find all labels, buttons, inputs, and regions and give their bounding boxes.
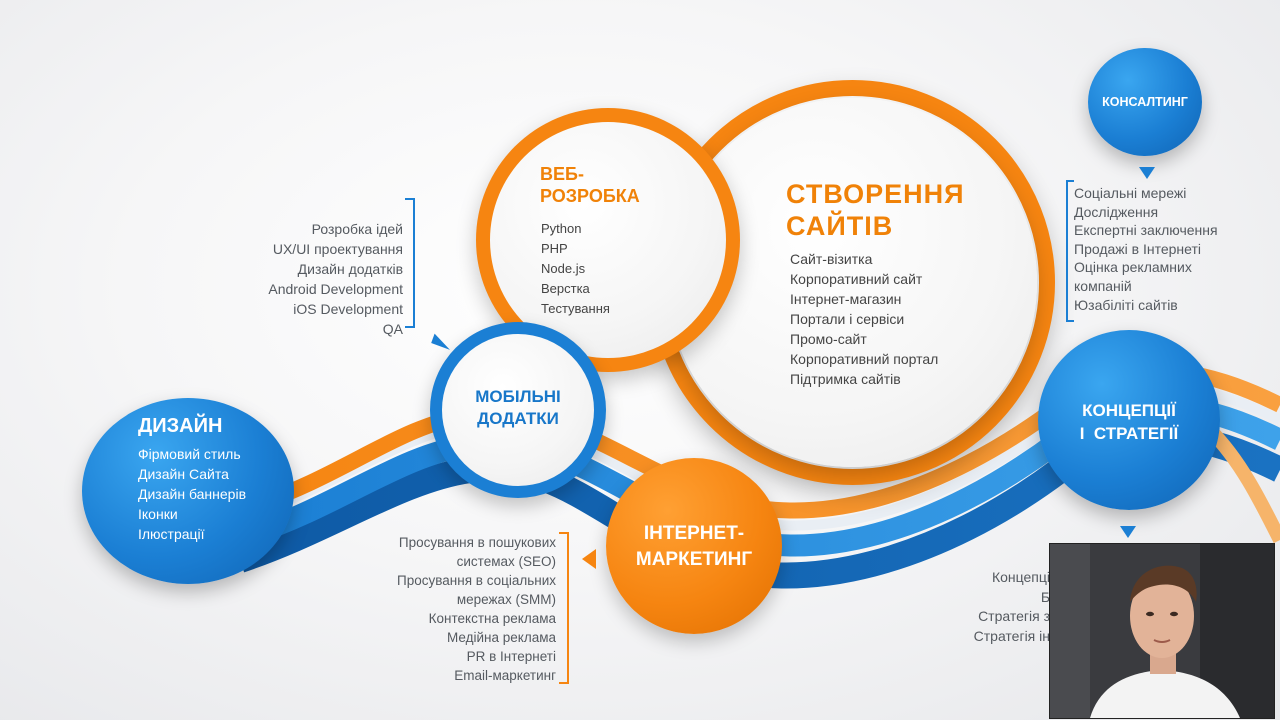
list-item: Дизайн Сайта (138, 466, 229, 482)
marketing-title-line1: ІНТЕРНЕТ- (643, 523, 745, 544)
presenter-video (1050, 544, 1274, 718)
list-item: UX/UI проектування (272, 241, 403, 257)
list-item: Розробка ідей (311, 221, 403, 237)
design-list: Фірмовий стиль Дизайн Сайта Дизайн банне… (138, 444, 246, 544)
list-item: Дизайн баннерів (138, 486, 247, 502)
list-item: Контекстна реклама (428, 611, 556, 626)
list-item: Стратегія ін (973, 627, 1050, 644)
list-item: Соціальні мережі (1074, 185, 1187, 201)
list-item: Email-маркетинг (454, 668, 556, 683)
design-title: ДИЗАЙН (138, 415, 223, 437)
list-item: PHP (541, 241, 568, 256)
mobile-list: Розробка ідей UX/UI проектування Дизайн … (220, 219, 403, 339)
consulting-circle (1088, 48, 1202, 156)
list-item: Python (541, 221, 582, 236)
arrow-to-marketing-icon (582, 549, 596, 569)
consulting-title: КОНСАЛТИНГ (1102, 95, 1188, 109)
arrow-down-concepts-icon (1120, 526, 1136, 538)
list-item: Портали і сервіси (790, 311, 905, 327)
web-dev-title-line2: РОЗРОБКА (540, 186, 640, 206)
web-dev-title-line1: ВЕБ- (540, 164, 584, 184)
list-item: Продажі в Інтернеті (1074, 240, 1201, 257)
mobile-title-line2: ДОДАТКИ (477, 409, 559, 428)
list-item: компаній (1074, 277, 1132, 294)
list-item: Android Development (268, 281, 403, 297)
list-item: Оцінка рекламних (1074, 259, 1192, 276)
list-item: Підтримка сайтів (790, 371, 901, 387)
create-sites-title-line2: САЙТІВ (786, 211, 894, 241)
list-item: Стратегія з (978, 608, 1050, 624)
webcam-overlay (1049, 543, 1275, 719)
web-dev-title: ВЕБ- РОЗРОБКА (540, 163, 640, 207)
marketing-list: Просування в пошукових системах (SEO) Пр… (340, 533, 556, 685)
list-item: системах (SEO) (456, 554, 556, 569)
consulting-list: Соціальні мережі Дослідження Експертні з… (1074, 184, 1218, 314)
web-dev-list: Python PHP Node.js Верстка Тестування (541, 219, 610, 319)
list-item: Тестування (541, 301, 610, 316)
list-item: Дизайн додатків (297, 261, 403, 277)
marketing-list-bracket (559, 532, 569, 684)
mobile-title: МОБІЛЬНІ ДОДАТКИ (442, 386, 594, 430)
list-item: мережах (SMM) (456, 592, 556, 607)
list-item: Б (1040, 588, 1050, 605)
arrow-down-consulting-icon (1139, 167, 1155, 179)
concepts-title-line1: КОНЦЕПЦІЇ (1082, 401, 1176, 420)
concepts-title: КОНЦЕПЦІЇ І СТРАТЕГІЇ (1038, 399, 1220, 445)
mobile-inner (442, 334, 594, 486)
web-dev-inner (490, 122, 726, 358)
list-item: Фірмовий стиль (138, 446, 241, 462)
design-circle (82, 398, 294, 584)
list-item: Сайт-візитка (790, 251, 873, 267)
list-item: QA (382, 321, 403, 337)
list-item: Експертні заключення (1074, 222, 1218, 239)
list-item: Корпоративний сайт (790, 271, 923, 287)
create-sites-title-line1: СТВОРЕННЯ (786, 179, 965, 209)
list-item: Корпоративний портал (790, 351, 939, 367)
list-item: Ілюстрації (138, 526, 205, 542)
consulting-list-bracket (1066, 180, 1074, 322)
create-sites-title: СТВОРЕННЯ САЙТІВ (786, 178, 965, 242)
list-item: Концепці (991, 569, 1050, 585)
list-item: Інтернет-магазин (790, 291, 902, 307)
list-item: Верстка (541, 281, 590, 296)
list-item: Іконки (138, 506, 178, 522)
concepts-title-line2: І СТРАТЕГІЇ (1079, 424, 1179, 443)
list-item: Просування в пошукових (398, 535, 556, 550)
concepts-circle (1038, 330, 1220, 510)
create-sites-list: Сайт-візитка Корпоративний сайт Інтернет… (790, 249, 938, 389)
list-item: Дослідження (1074, 203, 1159, 220)
list-item: PR в Інтернеті (466, 649, 556, 664)
list-item: Юзабіліті сайтів (1074, 296, 1178, 313)
mobile-list-bracket (405, 198, 415, 328)
concepts-list: Концепці Б Стратегія з Стратегія ін (940, 568, 1050, 646)
mobile-title-line1: МОБІЛЬНІ (475, 387, 561, 406)
ribbon-orange-right (1205, 425, 1280, 544)
list-item: Медійна реклама (447, 630, 556, 645)
list-item: Просування в соціальних (397, 573, 556, 588)
list-item: Промо-сайт (790, 331, 867, 347)
marketing-title: ІНТЕРНЕТ- МАРКЕТИНГ (606, 521, 782, 573)
marketing-circle (606, 458, 782, 634)
list-item: iOS Development (293, 301, 403, 317)
marketing-title-line2: МАРКЕТИНГ (635, 549, 753, 570)
list-item: Node.js (541, 261, 586, 276)
